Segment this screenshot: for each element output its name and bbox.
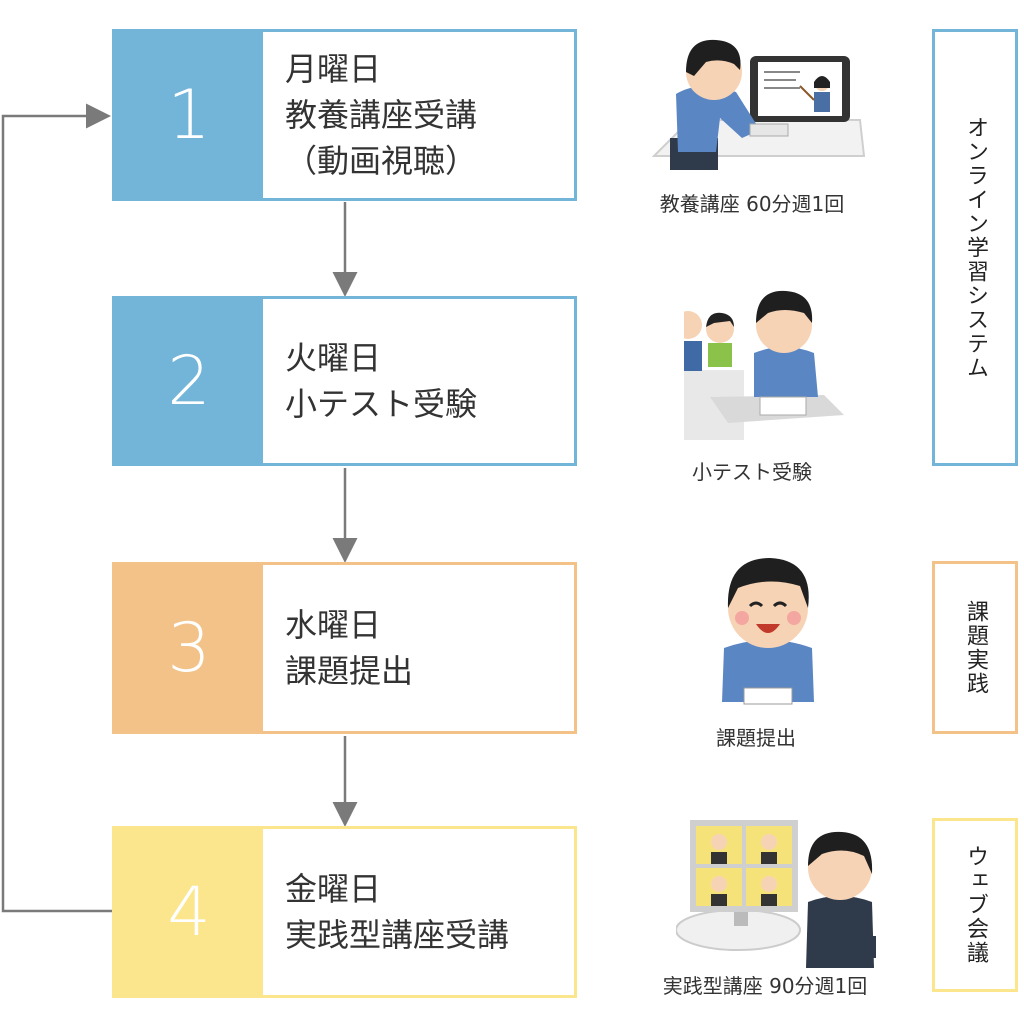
- side-label-assignment: 課題実践: [932, 561, 1018, 734]
- step-activity: 小テスト受験: [285, 385, 478, 423]
- side-label-text: ウェブ会議: [963, 845, 988, 965]
- step-2-box: 2 火曜日 小テスト受験: [112, 296, 577, 466]
- step-3-box: 3 水曜日 課題提出: [112, 562, 577, 734]
- caption-quiz: 小テスト受験: [692, 460, 812, 484]
- step-text: 金曜日 実践型講座受講: [285, 829, 566, 995]
- step-text: 火曜日 小テスト受験: [285, 299, 566, 463]
- step-text: 月曜日 教養講座受講 （動画視聴）: [285, 32, 566, 198]
- loop-back-arrow: [1, 103, 112, 913]
- side-label-text: 課題実践: [963, 599, 988, 696]
- step-day: 水曜日: [285, 606, 382, 644]
- side-label-online-learning: オンライン学習システム: [932, 29, 1018, 466]
- step-number: 3: [115, 565, 263, 731]
- step-number: 1: [115, 32, 263, 198]
- step-activity: 実践型講座受講: [285, 916, 510, 954]
- step-day: 金曜日: [285, 870, 382, 908]
- side-label-text: オンライン学習システム: [963, 115, 988, 380]
- caption-practical: 実践型講座 90分週1回: [662, 974, 868, 998]
- video-conference-icon: [676, 820, 876, 968]
- caption-video-lecture: 教養講座 60分週1回: [659, 192, 845, 216]
- step-1-box: 1 月曜日 教養講座受講 （動画視聴）: [112, 29, 577, 201]
- students-taking-test-icon: [684, 290, 844, 440]
- step-number: 4: [115, 829, 263, 995]
- step-text: 水曜日 課題提出: [285, 565, 566, 731]
- step-4-box: 4 金曜日 実践型講座受講: [112, 826, 577, 998]
- step-day: 火曜日: [285, 339, 382, 377]
- student-writing-icon: [722, 558, 814, 705]
- step-day: 月曜日: [285, 50, 382, 88]
- side-label-web-meeting: ウェブ会議: [932, 818, 1018, 992]
- step-activity: 教養講座受講: [285, 96, 478, 134]
- student-watching-tablet-icon: [651, 39, 866, 170]
- step-activity: 課題提出: [285, 652, 414, 690]
- caption-assignment: 課題提出: [716, 726, 796, 750]
- step-note: （動画視聴）: [285, 142, 478, 180]
- step-number: 2: [115, 299, 263, 463]
